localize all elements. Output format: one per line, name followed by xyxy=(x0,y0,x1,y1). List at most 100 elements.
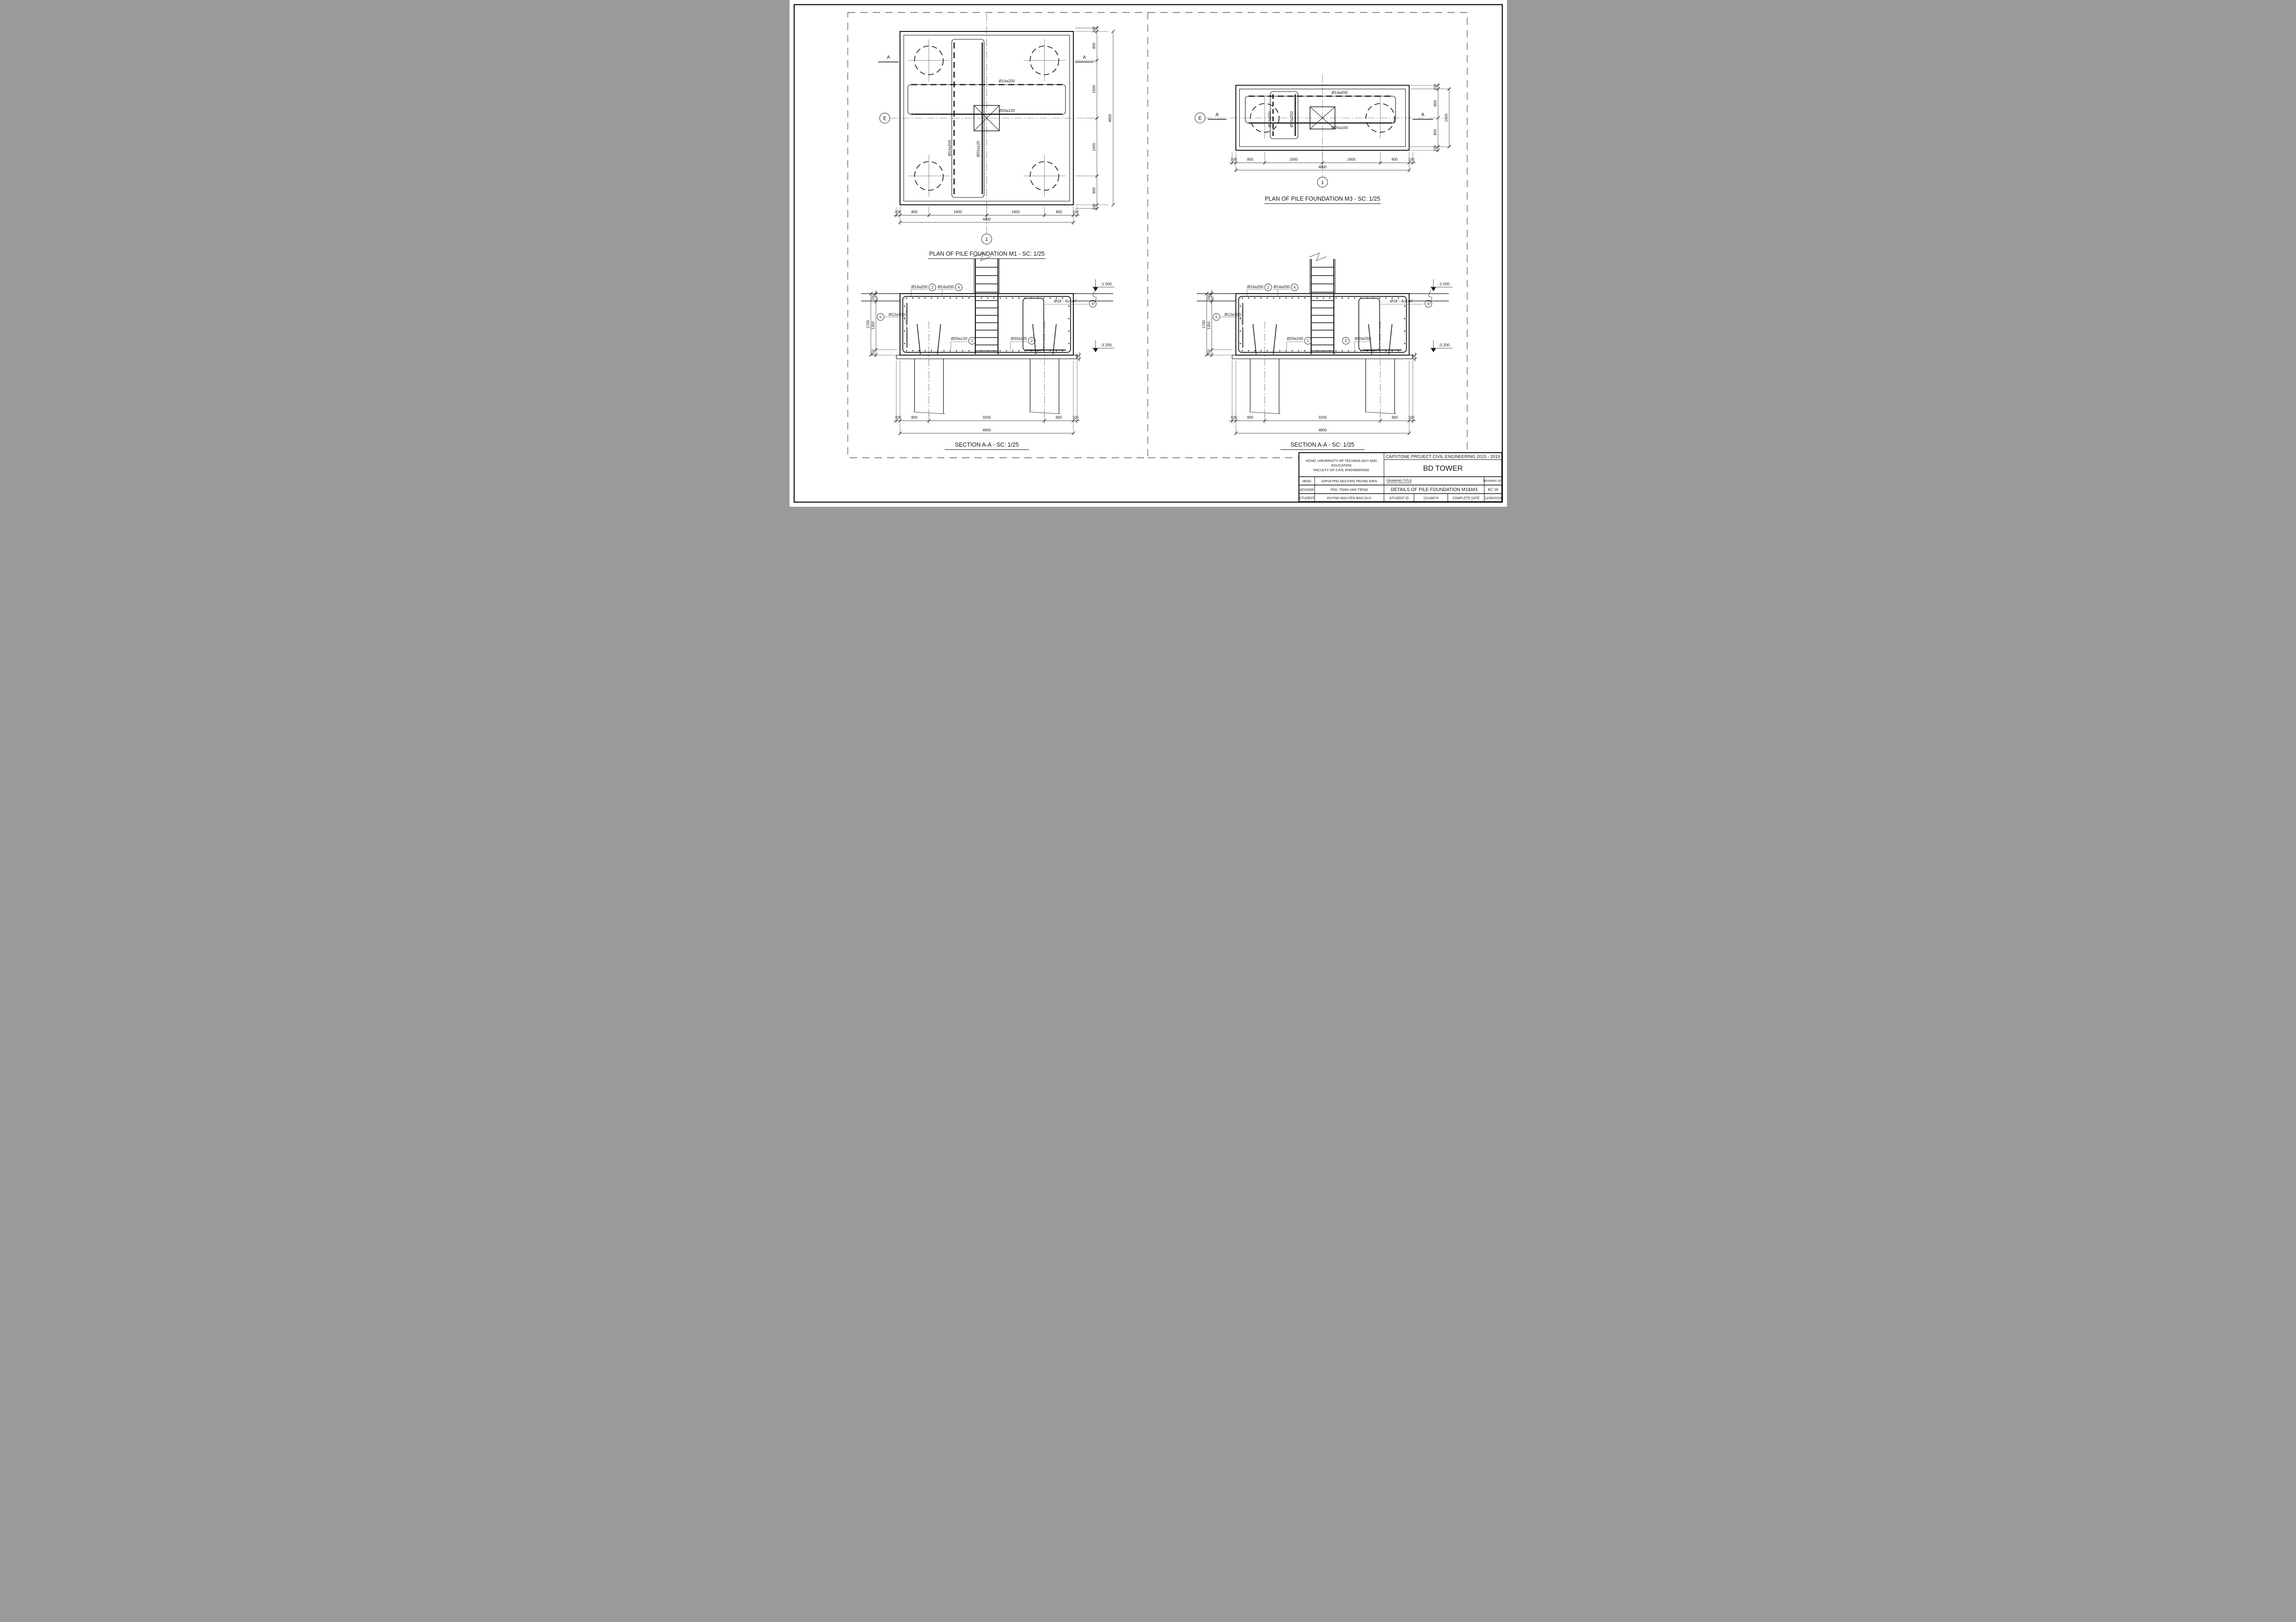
section-mark-label: A xyxy=(1215,112,1218,117)
dim-value: 800 xyxy=(1247,158,1253,162)
m1-section-elevations: -1.500 -3.200 xyxy=(1092,279,1114,352)
dim-ticks xyxy=(894,213,1079,217)
building-name: BD TOWER xyxy=(1423,465,1463,473)
dim-value: 200 xyxy=(871,294,875,301)
head-label: HEAD xyxy=(1302,480,1311,483)
m3-footing-inner-line xyxy=(1239,89,1406,147)
dim-value: 100 xyxy=(894,210,901,214)
dim-ext-lines xyxy=(1231,361,1413,435)
section-mark-label: A xyxy=(1083,55,1086,60)
pilecap-outline xyxy=(1235,293,1409,356)
band-outline xyxy=(1269,91,1298,139)
dim-value: 1600 xyxy=(1289,158,1298,162)
left-zone-border xyxy=(847,12,1148,458)
callout-leader xyxy=(1286,341,1303,350)
m3-section-markers: A A xyxy=(1207,112,1433,120)
rebar-callout: Ø18 - 4c/cm2 xyxy=(1390,299,1413,303)
band-outline xyxy=(951,39,985,198)
pile-centermarks xyxy=(1264,97,1380,139)
dim-value: 100 xyxy=(1408,158,1414,162)
advisor-label: ADVISOR xyxy=(1299,489,1314,492)
callout-number: 1 xyxy=(1307,339,1309,343)
dim-value: 800 xyxy=(1092,43,1096,49)
dim-ticks xyxy=(1436,83,1440,152)
dim-total: 1700 xyxy=(1202,320,1206,328)
callout-number: 1 xyxy=(971,339,973,343)
m1-plan-dims-bottom: 100 800 1600 1600 800 100 4800 xyxy=(893,207,1080,225)
right-zone-border xyxy=(1147,12,1467,458)
m1-section: Ø14a200 2 Ø14a200 4 5 Ø12a300 Ø20a120 1 … xyxy=(861,252,1114,450)
m1-section-labels: Ø14a200 2 Ø14a200 4 5 Ø12a300 Ø20a120 1 … xyxy=(876,283,1096,350)
pile-head-breakout xyxy=(916,324,1057,355)
callout-bubble xyxy=(928,283,936,291)
rebar-label: Ø20a120 xyxy=(976,141,980,157)
callout-bubble xyxy=(1342,337,1349,344)
callout-leader xyxy=(937,289,954,296)
dim-value: 800 xyxy=(1391,416,1398,420)
m1-plan-title: PLAN OF PILE FOUNDATION M1 - SC: 1/25 xyxy=(929,251,1045,257)
dim-value: 1600 xyxy=(1347,158,1355,162)
dim-total: 4800 xyxy=(1108,114,1112,122)
level-triangle-icon xyxy=(1093,348,1098,352)
dim-value: 3200 xyxy=(982,416,991,420)
pile-break-lines xyxy=(1249,412,1396,414)
m1-grid-bubble-1: 1 xyxy=(981,233,992,245)
rebar-callout: Ø20a250 xyxy=(1354,336,1371,341)
dim-ticks xyxy=(1234,168,1411,172)
m1-section-column xyxy=(973,252,999,354)
dim-ticks xyxy=(874,292,878,357)
callout-bubble xyxy=(1028,337,1035,344)
m3-section-title: SECTION A-A - SC: 1/25 xyxy=(1290,442,1354,448)
m3-plan-dims-bottom: 100 800 1600 1600 800 100 4800 xyxy=(1229,152,1416,172)
band-loop-section xyxy=(1022,298,1044,351)
callout-number: 2 xyxy=(931,286,933,290)
level-triangle-icon xyxy=(1431,287,1436,291)
callout-leader xyxy=(1010,341,1027,350)
m1-plan: Ø14a200 Ø20a120 Ø14a200 Ø20a120 A A E 1 xyxy=(878,14,1115,259)
dim-value: 3200 xyxy=(1318,416,1327,420)
drawing-sheet: Ø14a200 Ø20a120 Ø14a200 Ø20a120 A A E 1 xyxy=(789,0,1507,507)
dim-value: 800 xyxy=(1391,158,1398,162)
drawing-no-label: DRAWING NO. xyxy=(1483,479,1503,483)
pilecap-outline xyxy=(899,293,1074,356)
callout-bubble xyxy=(955,283,962,291)
dim-total: 1600 xyxy=(1444,113,1448,122)
callout-leader xyxy=(911,289,928,296)
m3-section-dims-left: 200 1350 150 1700 xyxy=(1202,292,1232,357)
m3-section-labels: Ø14a200 2 Ø14a200 4 5 Ø12a300 Ø20a100 1 … xyxy=(1212,283,1432,350)
column-bars xyxy=(1310,259,1335,354)
m1-grid-bubble-e: E xyxy=(879,113,890,123)
m1-rebar-band-horizontal: Ø14a200 Ø20a120 xyxy=(907,79,1066,115)
callout-bubble xyxy=(1089,300,1096,307)
column-stirrups xyxy=(1311,267,1334,351)
rebar-label: Ø20a100 xyxy=(1331,125,1347,130)
university-line: HCMC UNIVERSITY OF TECHNOLOGY AND xyxy=(1306,459,1377,463)
rebar-loop xyxy=(902,296,1071,353)
m1-section-dims-bottom: 100 800 3200 800 100 4800 xyxy=(893,361,1080,435)
grid-number: 1 xyxy=(1321,180,1323,185)
m3-column xyxy=(1309,106,1335,129)
m3-rebar-band-vertical: Ø14a200 Ø20a250 xyxy=(1267,91,1298,139)
dim-value: 800 xyxy=(1247,416,1253,420)
student-id: 15149074 xyxy=(1423,496,1438,500)
dim-value: 200 xyxy=(1207,294,1211,301)
dim-ext-lines xyxy=(896,361,1077,435)
dim-value: 800 xyxy=(1433,129,1437,135)
callout-bubble xyxy=(1291,283,1298,291)
dim-value: 100 xyxy=(1231,158,1237,162)
complete-date-label: COMPLETE DATE xyxy=(1452,497,1480,500)
grid-letter: E xyxy=(1198,116,1201,121)
callout-bubble xyxy=(1424,300,1432,307)
section-mark-label: A xyxy=(1421,112,1424,117)
m1-cap-rebar xyxy=(902,296,1071,353)
dim-total: 4800 xyxy=(1318,165,1327,169)
dim-ticks xyxy=(1230,161,1414,165)
callout-leader xyxy=(1273,289,1290,296)
callout-number: 5 xyxy=(879,315,882,319)
dim-value: 100 xyxy=(1076,354,1079,360)
rebar-callout: Ø20a120 xyxy=(951,336,967,341)
m3-plan-title: PLAN OF PILE FOUNDATION M3 - SC: 1/25 xyxy=(1265,196,1380,202)
level-triangle-icon xyxy=(1093,287,1098,291)
dim-value: 150 xyxy=(1207,349,1211,356)
elevation-value: -1.500 xyxy=(1100,282,1111,286)
